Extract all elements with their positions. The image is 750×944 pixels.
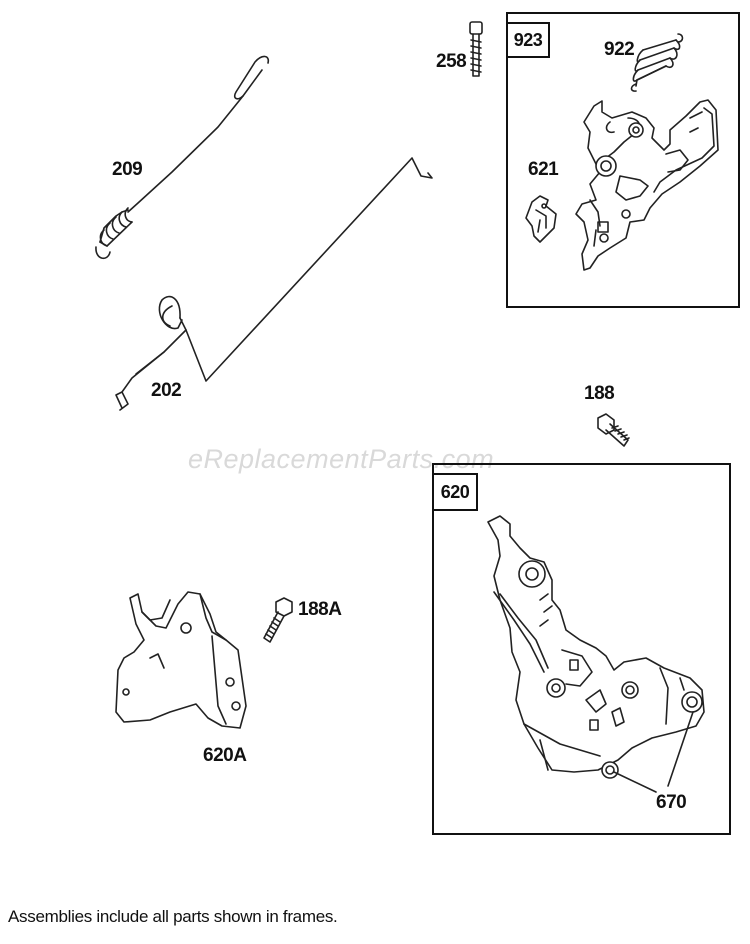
screw-258-drawing (469, 21, 483, 77)
part-label-188a: 188A (298, 599, 342, 620)
governor-bracket-620-drawing (487, 515, 705, 779)
bolt-188a-drawing (263, 597, 293, 643)
spring-922-drawing (630, 33, 684, 92)
part-label-188: 188 (584, 383, 615, 404)
watermark: eReplacementParts.com (188, 444, 495, 474)
part-label-258: 258 (436, 51, 467, 72)
assembly-frame-620 (432, 463, 731, 835)
clip-621-drawing (525, 195, 557, 243)
assembly-tag-923: 923 (506, 22, 550, 58)
bolt-188-drawing (597, 413, 630, 447)
part-label-922: 922 (604, 39, 635, 60)
part-label-620a: 620A (203, 745, 247, 766)
spring-209-drawing (95, 55, 270, 260)
footnote: Assemblies include all parts shown in fr… (8, 907, 338, 926)
link-rod-202-drawing (115, 157, 433, 411)
bracket-620a-drawing (115, 591, 247, 729)
part-label-670: 670 (656, 792, 687, 813)
assembly-frame-923 (506, 12, 740, 308)
control-bracket-923-drawing (575, 99, 719, 271)
assembly-tag-620: 620 (432, 473, 478, 511)
part-label-621: 621 (528, 159, 559, 180)
part-label-202: 202 (151, 380, 182, 401)
part-label-209: 209 (112, 159, 143, 180)
leader-lines-670 (613, 711, 694, 793)
